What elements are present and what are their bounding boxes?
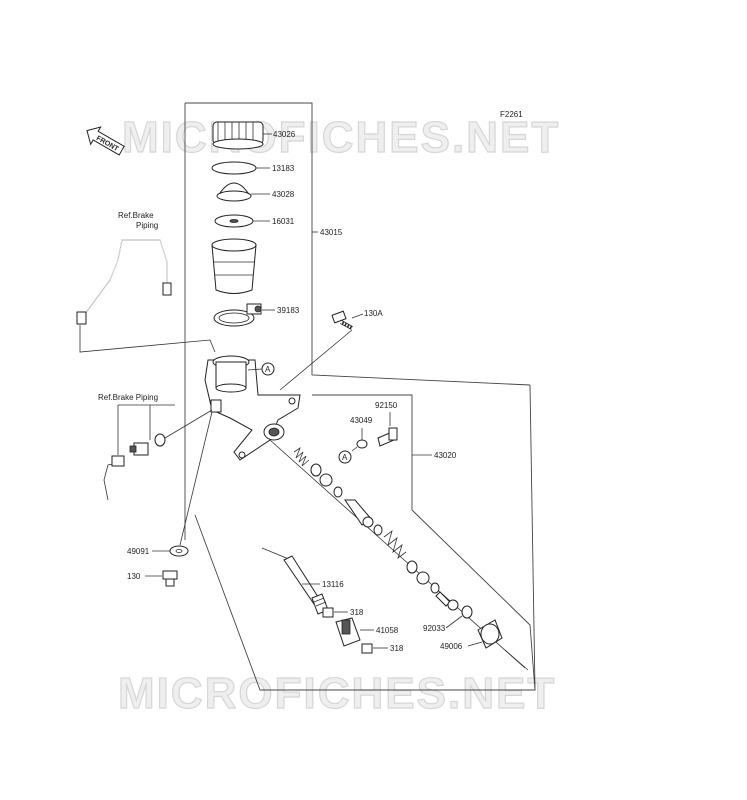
brake-pipe-upper (76, 239, 172, 325)
figure-code: F2261 (500, 110, 523, 119)
circlip-92033 (461, 605, 473, 619)
hose-clamp (213, 303, 262, 327)
callout-a-right (338, 450, 352, 464)
spring-small (293, 446, 310, 467)
brake-pipe-lower (103, 433, 166, 501)
callout-a-right-text: A (342, 453, 348, 462)
reservoir-cap (212, 121, 264, 150)
part-label-16031: 16031 (272, 217, 295, 226)
bolt-leader (279, 329, 353, 391)
callout-a-top-text: A (265, 365, 271, 374)
spring-large (383, 529, 407, 560)
master-cylinder (204, 355, 301, 461)
part-label-43028: 43028 (272, 190, 295, 199)
part-label-318-lower: 318 (390, 644, 404, 653)
part-label-43015: 43015 (320, 228, 343, 237)
part-label-92033: 92033 (423, 624, 446, 633)
clevis-41058 (335, 617, 361, 647)
ref-label-upper-2: Piping (136, 221, 158, 230)
front-arrow-icon: FRONT (86, 126, 125, 156)
watermark-bottom: MICROFICHES.NET (118, 669, 556, 718)
push-rod-inner (435, 591, 459, 611)
ref-label-lower: Ref.Brake Piping (98, 393, 158, 402)
part-label-130a: 130A (364, 309, 383, 318)
callout-a-top (261, 362, 275, 376)
washer-43049 (356, 439, 368, 449)
seal-1 (310, 463, 322, 477)
boot-49006 (477, 619, 503, 649)
seal-3 (373, 524, 383, 536)
plug-130 (162, 570, 178, 587)
part-label-49006: 49006 (440, 642, 463, 651)
part-label-43049: 43049 (350, 416, 373, 425)
cap-plate (211, 161, 257, 175)
part-label-43020: 43020 (434, 451, 457, 460)
frame-43015 (185, 102, 531, 386)
frame-43020-right (529, 384, 536, 691)
push-rod-13116 (261, 547, 329, 615)
part-label-13183: 13183 (272, 164, 295, 173)
lower-pipe-leader (164, 409, 213, 439)
part-label-39183: 39183 (277, 306, 300, 315)
washer-49091 (169, 545, 189, 557)
cup-2 (416, 571, 430, 585)
seal-5 (430, 582, 440, 594)
upper-pipe-leader (79, 325, 216, 353)
axis-tip (504, 649, 529, 671)
frame-43020 (194, 394, 536, 691)
piston (344, 499, 374, 528)
nut-318-lower (361, 643, 373, 654)
part-label-41058: 41058 (376, 626, 399, 635)
part-label-13116: 13116 (322, 580, 344, 589)
part-label-318-upper: 318 (350, 608, 364, 617)
reservoir-body (211, 238, 257, 294)
watermark-top: MICROFICHES.NET (122, 113, 560, 162)
ref-label-upper-1: Ref.Brake (118, 211, 154, 220)
nut-318-upper (322, 607, 334, 618)
seal-4 (406, 560, 418, 574)
part-label-49091: 49091 (127, 547, 150, 556)
bolt-92150 (377, 427, 398, 447)
seal-2 (333, 486, 343, 498)
cup-1 (319, 473, 333, 487)
part-label-130: 130 (127, 572, 141, 581)
part-label-92150: 92150 (375, 401, 398, 410)
part-label-43026: 43026 (273, 130, 296, 139)
bolt-130a (331, 310, 353, 330)
washer-leader (179, 411, 213, 546)
